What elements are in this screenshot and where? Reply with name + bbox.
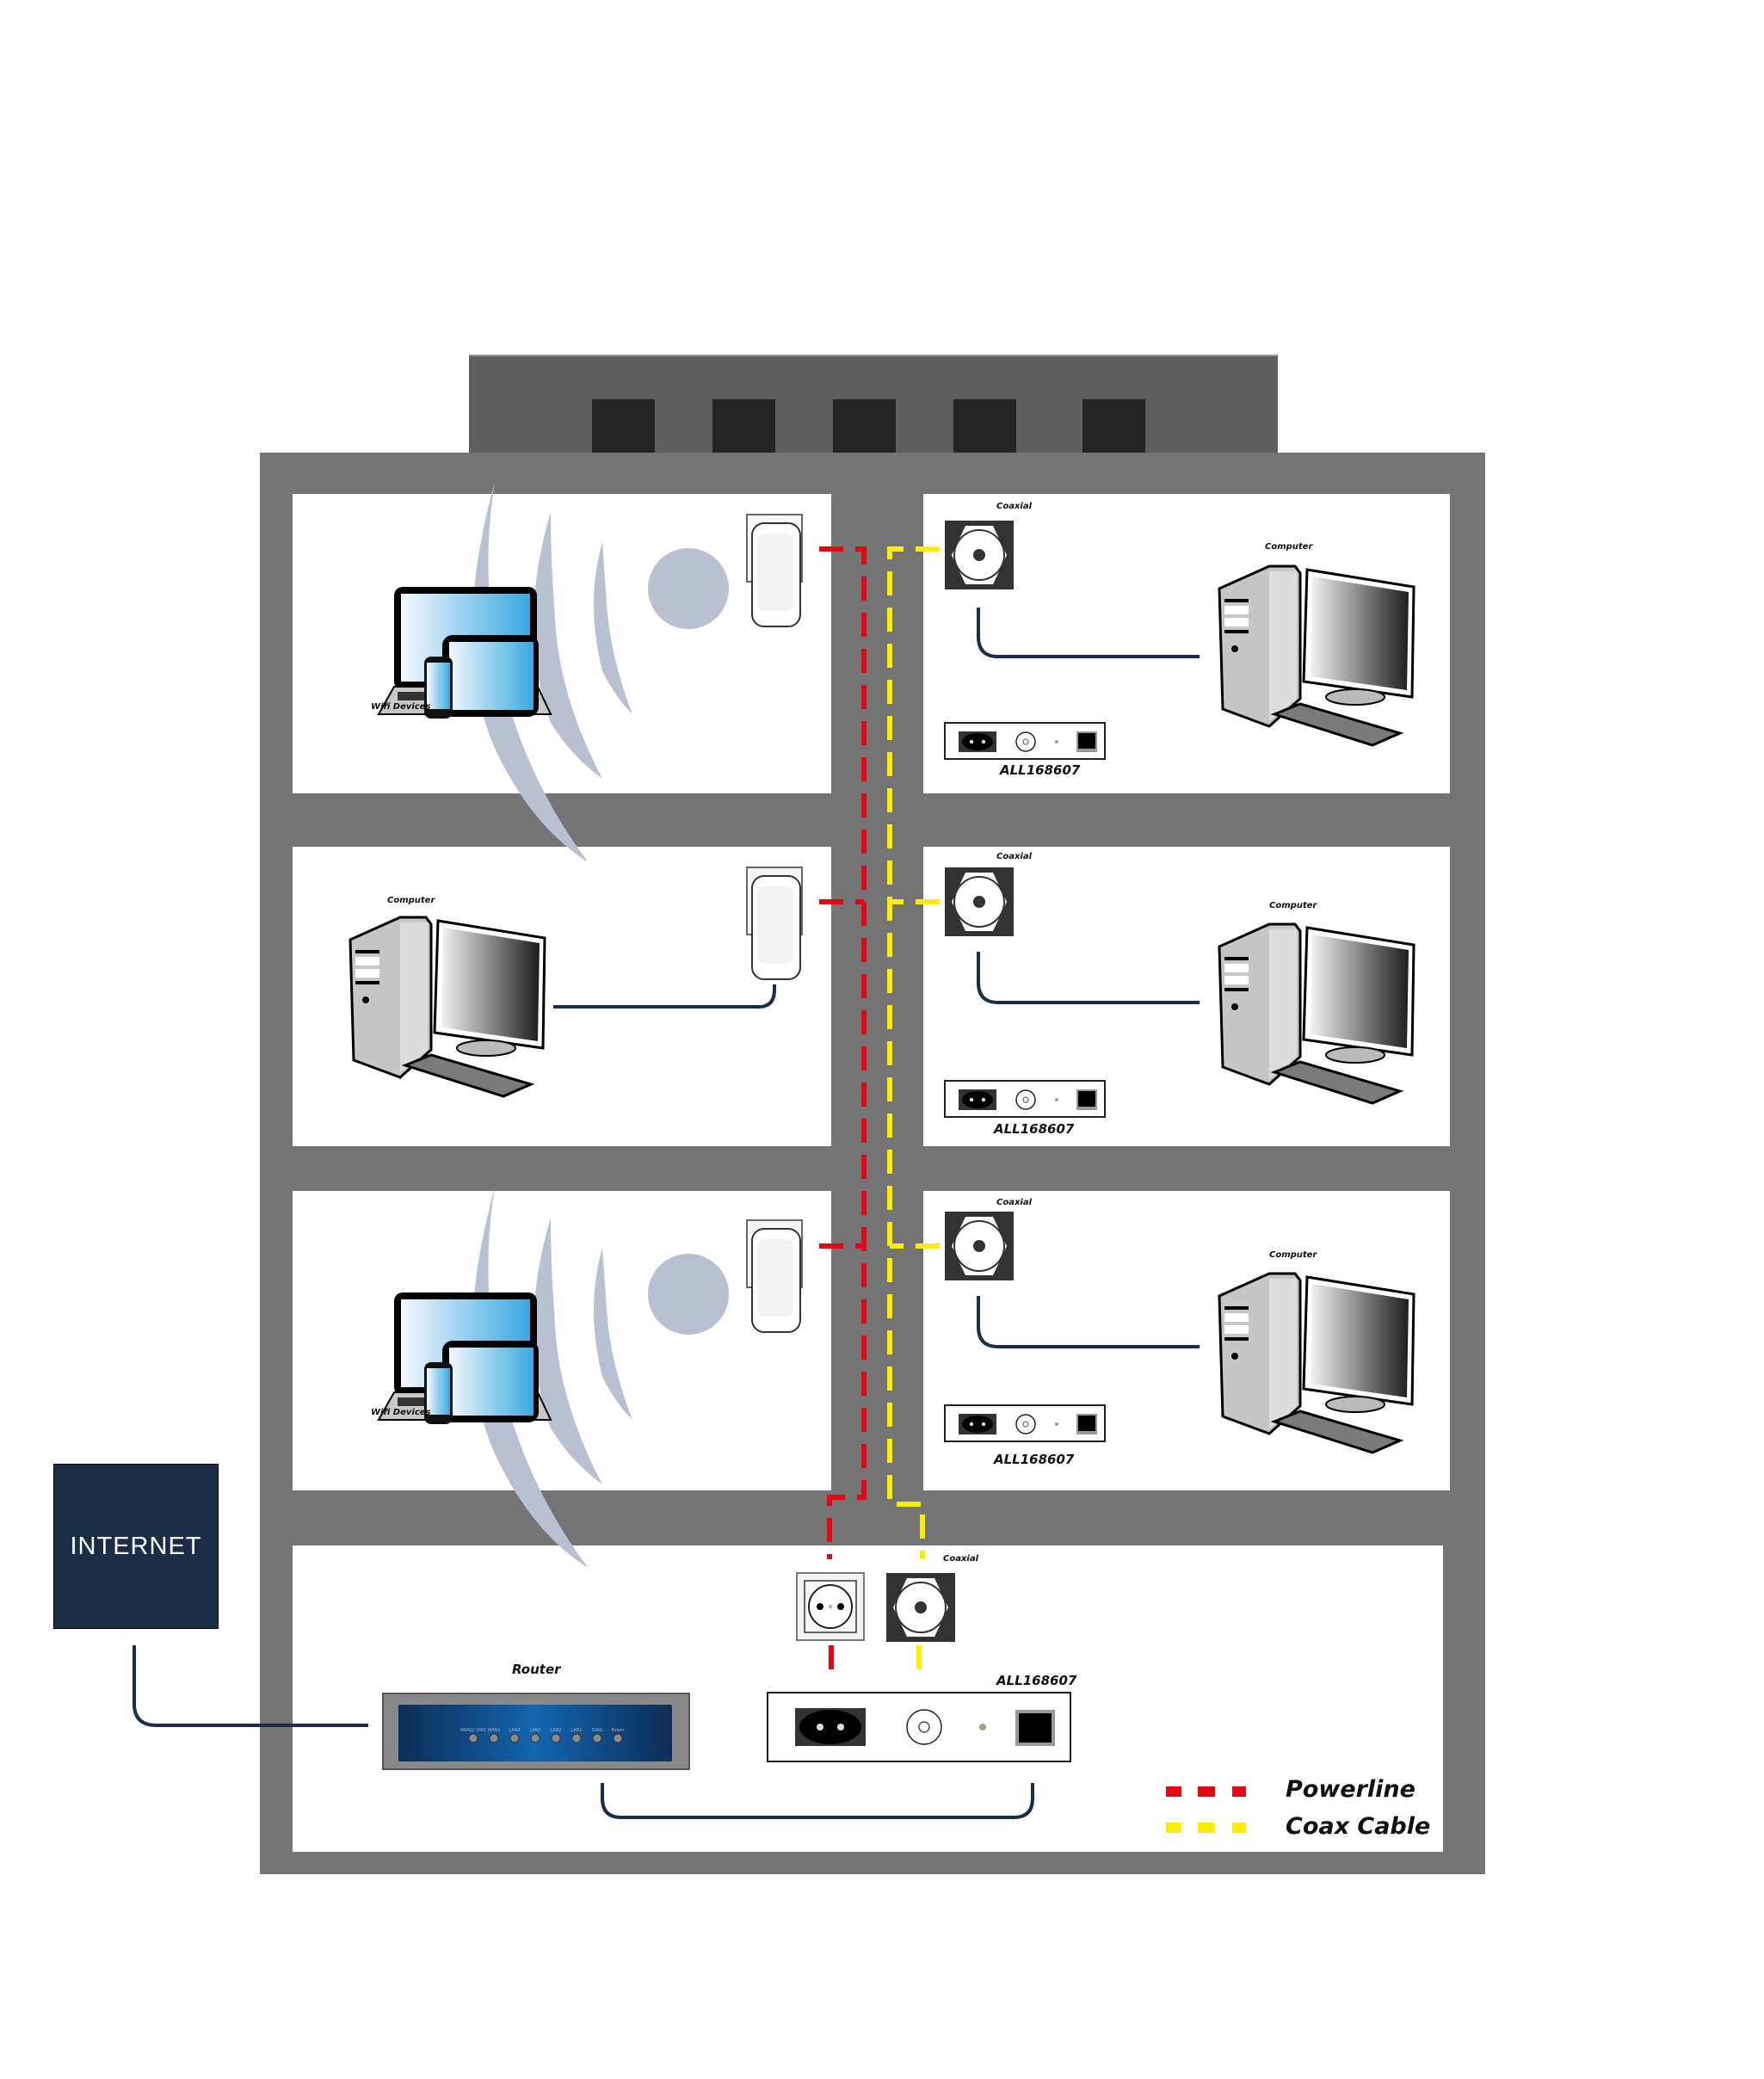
all168607-adapter-icon (944, 1404, 1106, 1442)
all168607-adapter-icon (767, 1692, 1071, 1762)
coaxial-label: Coaxial (996, 502, 1033, 511)
router-label: Router (512, 1662, 561, 1677)
floor-1-left-room (293, 494, 831, 793)
roof-window (712, 399, 775, 455)
legend-coax-swatch (1166, 1823, 1246, 1833)
adapter-model-label: ALL168607 (996, 1673, 1077, 1688)
router-led-icon (489, 1733, 499, 1743)
computer-label: Computer (387, 896, 435, 905)
coax-connection (887, 546, 940, 1678)
computer-icon (348, 916, 546, 1098)
wifi-devices-label: Wifi Devices (371, 702, 431, 712)
internet-cable (133, 1645, 368, 1727)
computer-icon (1218, 922, 1416, 1105)
coax-socket-icon (944, 867, 1015, 937)
coaxial-label: Coaxial (996, 852, 1033, 861)
adapter-model-label: ALL168607 (994, 1121, 1075, 1137)
computer-label: Computer (1269, 901, 1317, 910)
coax-socket-icon (885, 1572, 956, 1643)
computer-label: Computer (1265, 542, 1313, 552)
router-led-icon (571, 1733, 582, 1743)
router-led-icon (509, 1733, 520, 1743)
roof-window (833, 399, 896, 455)
internet-box: INTERNET (53, 1464, 219, 1629)
ethernet-cable (601, 1783, 1034, 1819)
powerline-connection (819, 546, 867, 1678)
powerline-adapter-icon (746, 1219, 803, 1333)
all168607-adapter-icon (944, 722, 1106, 760)
coax-socket-icon (944, 520, 1015, 590)
adapter-model-label: ALL168607 (1000, 762, 1081, 778)
roof-window (1082, 399, 1145, 455)
router-led-icon (592, 1733, 602, 1743)
router-led-icon (468, 1733, 478, 1743)
router-led-label: WAN2/ DMZ (460, 1728, 486, 1733)
router-led-icon (530, 1733, 540, 1743)
computer-icon (1218, 1272, 1416, 1454)
router-led-icon (551, 1733, 561, 1743)
all168607-adapter-icon (944, 1080, 1106, 1118)
coaxial-label: Coaxial (943, 1554, 979, 1564)
ethernet-cable (977, 1296, 1200, 1348)
computer-label: Computer (1269, 1250, 1317, 1260)
router-led-label: WAN1 (487, 1728, 500, 1733)
router-led-label: LAN4 (509, 1728, 520, 1733)
legend-powerline-swatch (1166, 1786, 1246, 1797)
legend-powerline-label: Powerline (1286, 1776, 1416, 1803)
powerline-adapter-icon (746, 514, 803, 627)
router-led-label: LAN1 (571, 1728, 582, 1733)
coaxial-label: Coaxial (996, 1198, 1033, 1207)
internet-label: INTERNET (70, 1532, 202, 1560)
roof-window (592, 399, 655, 455)
wifi-devices-icon (378, 1187, 730, 1567)
legend-coax-label: Coax Cable (1286, 1813, 1431, 1840)
ethernet-cable (553, 984, 776, 1009)
router-led-label: DIAG (592, 1728, 603, 1733)
ethernet-cable (977, 608, 1200, 658)
router-led-label: LAN2 (550, 1728, 561, 1733)
router-led-icon (613, 1733, 623, 1743)
wifi-devices-icon (378, 481, 730, 861)
adapter-model-label: ALL168607 (994, 1452, 1075, 1467)
roof-window (953, 399, 1016, 455)
power-socket-icon (796, 1572, 865, 1641)
ethernet-cable (977, 952, 1200, 1004)
roof (469, 355, 1278, 455)
router-led-label: Power (611, 1728, 625, 1733)
wifi-devices-label: Wifi Devices (371, 1408, 431, 1417)
coax-socket-icon (944, 1211, 1015, 1281)
powerline-adapter-icon (746, 867, 803, 980)
computer-icon (1218, 564, 1416, 747)
router-led-label: LAN3 (529, 1728, 540, 1733)
